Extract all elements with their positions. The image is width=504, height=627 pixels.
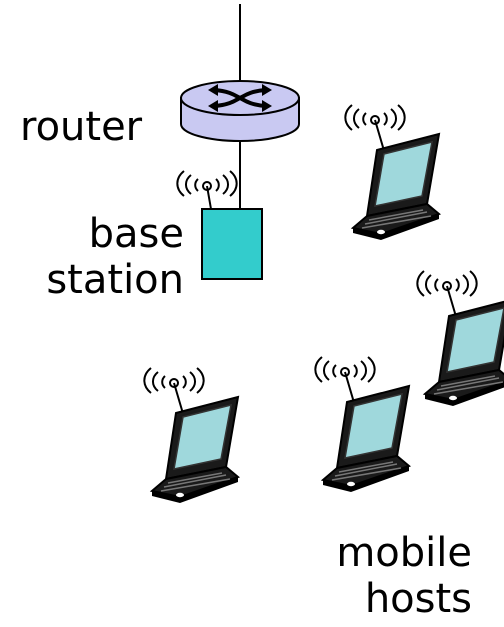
laptop-icon	[345, 105, 439, 240]
router-icon	[180, 80, 300, 142]
mobile-hosts-label: mobile hosts	[336, 530, 472, 622]
router-label: router	[20, 104, 143, 150]
mobile-hosts-label-line: hosts	[364, 576, 472, 622]
laptop-icon	[144, 368, 238, 503]
base-station-label: base station	[46, 211, 184, 303]
wireless-signal-icon	[176, 170, 238, 197]
laptop-icon	[315, 357, 409, 492]
base-station-icon	[176, 170, 263, 280]
base-station-label-line: base	[88, 211, 184, 257]
base-station-label-line: station	[46, 257, 184, 303]
mobile-hosts-label-line: mobile	[336, 530, 472, 576]
laptop-icon	[417, 271, 504, 406]
